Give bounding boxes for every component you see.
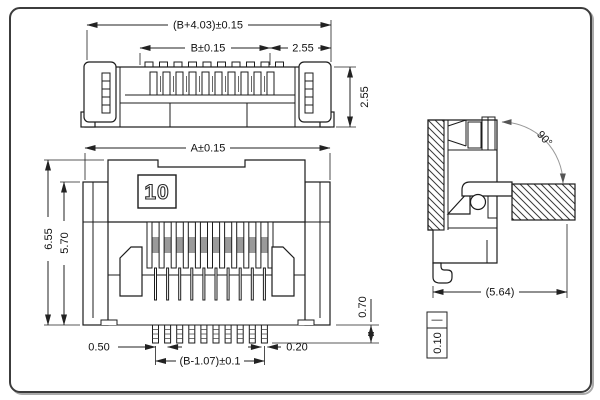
top-right-end-cap — [298, 61, 335, 128]
front-contact-shading — [152, 237, 268, 253]
tolerance-frame-box — [426, 311, 448, 359]
dim-end-width-label: 2.55 — [292, 43, 313, 55]
dim-pin-height: 0.70 — [272, 296, 379, 344]
section-wall-hatch — [427, 119, 445, 231]
front-contact-teeth — [146, 221, 274, 269]
front-left-tower — [82, 181, 109, 326]
dim-depth-label: (5.64) — [486, 287, 515, 299]
side-top-latch — [467, 116, 496, 151]
tolerance-frame: — 0.10 — [426, 311, 448, 359]
dim-top-height: 2.55 — [334, 66, 371, 128]
dimensions: (B+4.03)±0.15 B±0.15 2.55 2.55 A±0.15 — [43, 20, 568, 368]
top-center-slider — [169, 102, 248, 128]
front-contact-comb — [146, 221, 274, 301]
dim-pitch-label: 0.50 — [88, 342, 109, 354]
side-view — [427, 116, 576, 284]
front-left-peg — [119, 246, 143, 297]
dim-body-width: A±0.15 — [84, 143, 331, 180]
dim-contact-span-label: B±0.15 — [191, 43, 226, 55]
side-inner-details — [447, 119, 497, 263]
front-contact-legs — [154, 267, 266, 301]
dim-body-height: 5.70 — [59, 181, 80, 326]
dim-depth: (5.64) — [432, 224, 568, 299]
dim-pin-height-label: 0.70 — [357, 296, 369, 317]
dim-pin-span-label: (B-1.07)±0.1 — [179, 356, 240, 368]
dim-pin-span: (B-1.07)±0.1 — [155, 346, 265, 368]
dim-pin-width-label: 0.20 — [286, 342, 307, 354]
dim-pin-width: 0.20 — [248, 342, 308, 354]
pin-count-label: 10 — [144, 181, 169, 204]
front-right-peg — [271, 246, 295, 297]
dim-overall-width-label: (B+4.03)±0.15 — [173, 20, 243, 32]
angle-arc — [501, 119, 566, 184]
front-right-tower — [304, 181, 331, 326]
dim-pitch: 0.50 — [88, 342, 182, 354]
dim-body-width-label: A±0.15 — [191, 143, 226, 155]
top-left-end-cap — [80, 61, 117, 128]
tolerance-value-label: 0.10 — [432, 332, 444, 353]
fpc-cable — [511, 183, 576, 221]
front-solder-pins — [152, 324, 268, 344]
top-contact-gaps — [160, 76, 265, 92]
front-view: 10 — [82, 159, 331, 344]
dim-total-height: 6.55 — [43, 159, 104, 326]
side-mount-foot — [432, 262, 453, 284]
dim-body-height-label: 5.70 — [59, 232, 71, 253]
dim-end-width: 2.55 — [269, 43, 332, 55]
top-view — [80, 61, 335, 128]
top-ticks — [144, 61, 284, 67]
solder-pin-rungs — [152, 329, 268, 339]
side-actuator-bar — [461, 181, 513, 197]
tolerance-symbol: — — [432, 314, 443, 326]
front-tower-details — [83, 182, 330, 318]
top-inner-walls — [119, 67, 296, 127]
contact-circle — [469, 193, 487, 211]
top-contact-teeth — [149, 71, 275, 96]
top-contact-comb — [149, 71, 275, 96]
dim-top-height-label: 2.55 — [359, 86, 371, 107]
dim-overall-width: (B+4.03)±0.15 — [86, 20, 332, 62]
pin-count-box — [137, 174, 177, 209]
dim-total-height-label: 6.55 — [43, 228, 55, 249]
dim-contact-span: B±0.15 — [139, 43, 271, 65]
front-standoffs — [100, 319, 315, 325]
side-actuator-step — [487, 195, 498, 219]
